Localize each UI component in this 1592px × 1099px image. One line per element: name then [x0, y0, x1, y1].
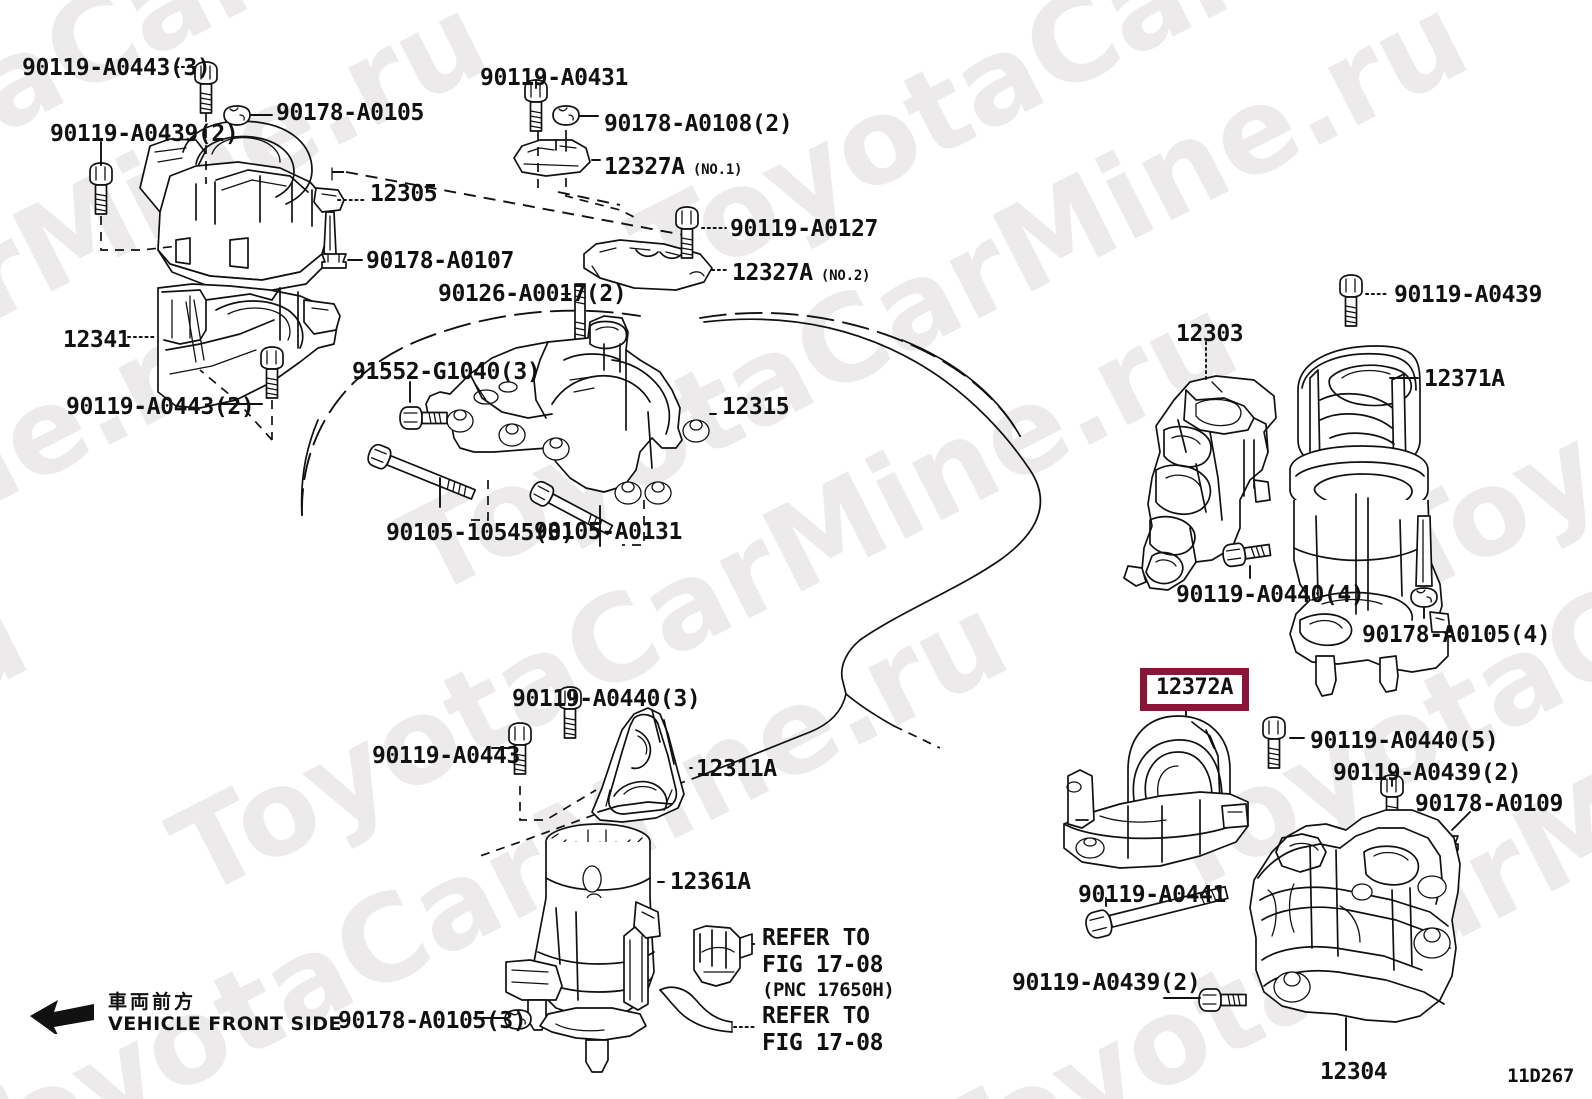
left-arrow-icon	[30, 999, 94, 1034]
part-label-90105a0131[interactable]: 90105-A0131	[534, 519, 682, 545]
part-label-12371a[interactable]: 12371A	[1424, 366, 1505, 392]
part-label-90119a0127[interactable]: 90119-A0127	[730, 216, 878, 242]
part-label-90119a0431[interactable]: 90119-A0431	[480, 65, 628, 91]
part-label-90119a0441[interactable]: 90119-A0441	[1078, 882, 1226, 908]
part-label-90178a01082[interactable]: 90178-A0108(2)	[604, 111, 793, 137]
part-label-12327a-2[interactable]: 12327A (NO.2)	[732, 261, 870, 286]
part-label-12305[interactable]: 12305	[370, 181, 438, 207]
part-number: 12327A	[732, 260, 813, 286]
refer-to-line: FIG 17-08	[762, 1030, 884, 1057]
vehicle-front-side-indicator: 車両前方 VEHICLE FRONT SIDE	[28, 991, 343, 1036]
part-number-suffix: (NO.2)	[812, 268, 871, 284]
part-label-12361a[interactable]: 12361A	[670, 869, 751, 895]
part-label-90119a04432[interactable]: 90119-A0443(2)	[66, 394, 255, 420]
part-label-90119a04405[interactable]: 90119-A0440(5)	[1310, 728, 1499, 754]
figure-code: 11D267	[1507, 1065, 1574, 1087]
part-label-90119a04392[interactable]: 90119-A0439(2)	[1333, 760, 1522, 786]
part-label-90119a04404[interactable]: 90119-A0440(4)	[1176, 582, 1365, 608]
part-label-12304[interactable]: 12304	[1320, 1059, 1388, 1085]
highlighted-part-number[interactable]: 12372A	[1140, 668, 1250, 711]
refer-to-line: REFER TO	[762, 925, 870, 951]
part-label-90178a0105[interactable]: 90178-A0105	[276, 100, 424, 126]
part-label-90178a0109[interactable]: 90178-A0109	[1415, 791, 1563, 817]
part-label-90119a04392[interactable]: 90119-A0439(2)	[50, 121, 239, 147]
part-label-91552g10403[interactable]: 91552-G1040(3)	[352, 359, 541, 385]
part-label-90119a0443[interactable]: 90119-A0443	[372, 743, 520, 769]
part-label-12311a[interactable]: 12311A	[696, 756, 777, 782]
refer-to-line: REFER TO	[762, 1003, 870, 1029]
part-label-90126a00172[interactable]: 90126-A0017(2)	[438, 281, 627, 307]
part-label-12341[interactable]: 12341	[63, 327, 131, 353]
refer-to-note: (PNC 17650H)	[762, 979, 895, 1002]
part-label-90119a04392[interactable]: 90119-A0439(2)	[1012, 970, 1201, 996]
part-label-12303[interactable]: 12303	[1176, 321, 1244, 347]
part-label-90119a04433[interactable]: 90119-A0443(3)	[22, 55, 211, 81]
part-label-90178a0107[interactable]: 90178-A0107	[366, 248, 514, 274]
part-label-90119a0439[interactable]: 90119-A0439	[1394, 282, 1542, 308]
part-number-suffix: (NO.1)	[684, 162, 743, 178]
part-label-12315[interactable]: 12315	[722, 394, 790, 420]
part-label-90105105453[interactable]: 90105-10545(3)	[386, 520, 575, 546]
part-label-90178a01054[interactable]: 90178-A0105(4)	[1362, 622, 1551, 648]
front-side-label-jp: 車両前方	[108, 991, 197, 1013]
part-number: 12327A	[604, 154, 685, 180]
front-side-label-en: VEHICLE FRONT SIDE	[108, 1012, 343, 1035]
part-label-12327a-1[interactable]: 12327A (NO.1)	[604, 155, 742, 180]
part-label-90119a04403[interactable]: 90119-A0440(3)	[512, 686, 701, 712]
part-label-90178a01053[interactable]: 90178-A0105(3)	[338, 1008, 527, 1034]
refer-to-line: FIG 17-08	[762, 952, 884, 979]
